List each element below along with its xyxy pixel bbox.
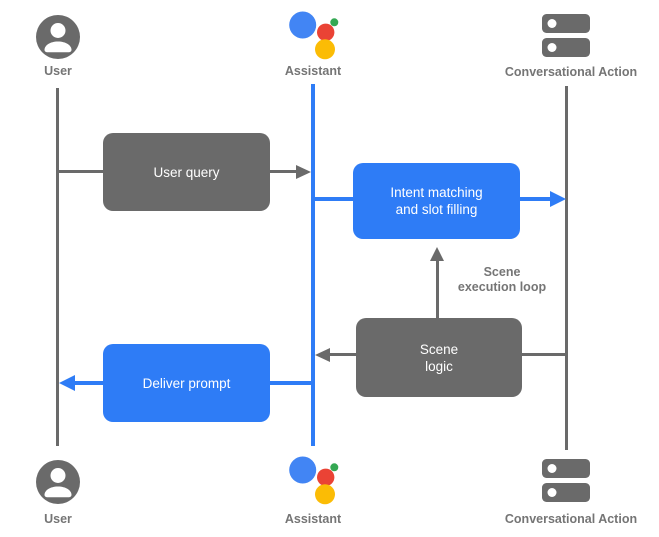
conversational-action-lifeline [565,86,568,450]
deliver-to-user-line [75,381,103,385]
user-to-query-line [59,170,103,173]
deliver-arrowhead-icon [59,375,75,391]
user-label-top: User [44,64,72,78]
action-to-scene-line [522,353,565,356]
scene-to-intent-line [436,260,439,318]
intent-matching-line1: Intent matching [390,185,483,200]
query-arrowhead-icon [296,165,311,179]
user-icon [36,15,80,59]
user-lifeline [56,88,59,446]
assistant-label-top: Assistant [284,64,342,78]
deliver-prompt-box: Deliver prompt [103,344,270,422]
intent-matching-box: Intent matching and slot filling [353,163,520,239]
loop-arrowhead-icon [430,247,444,261]
conversational-action-icon [542,459,590,502]
assistant-label-bottom: Assistant [284,512,342,526]
conversational-action-icon [542,14,590,57]
query-to-assistant-line [270,170,297,173]
scene-logic-line1: Scene [419,341,459,357]
scene-logic-line2: logic [425,358,453,374]
user-label-bottom: User [44,512,72,526]
scene-execution-loop-line1: Scene [483,265,521,279]
intent-arrowhead-icon [550,191,566,207]
conversational-action-label-top: Conversational Action [504,65,638,79]
scene-execution-loop-line2: execution loop [457,280,547,294]
assistant-icon [289,456,339,505]
user-query-box: User query [103,133,270,211]
user-icon [36,460,80,504]
assistant-lifeline [311,84,315,446]
scene-logic-box: Scene logic [356,318,522,397]
assistant-to-intent-line [315,197,353,201]
scene-arrowhead-icon [315,348,330,362]
scene-to-assistant-line [330,353,356,356]
intent-matching-line2: and slot filling [395,202,478,217]
intent-to-action-line [520,197,551,201]
scene-execution-loop-label: Scene execution loop [437,265,567,295]
user-query-label: User query [153,164,220,180]
deliver-prompt-label: Deliver prompt [142,375,231,391]
conversational-action-label-bottom: Conversational Action [504,512,638,526]
assistant-icon [289,11,339,60]
assistant-to-deliver-line [270,381,315,385]
